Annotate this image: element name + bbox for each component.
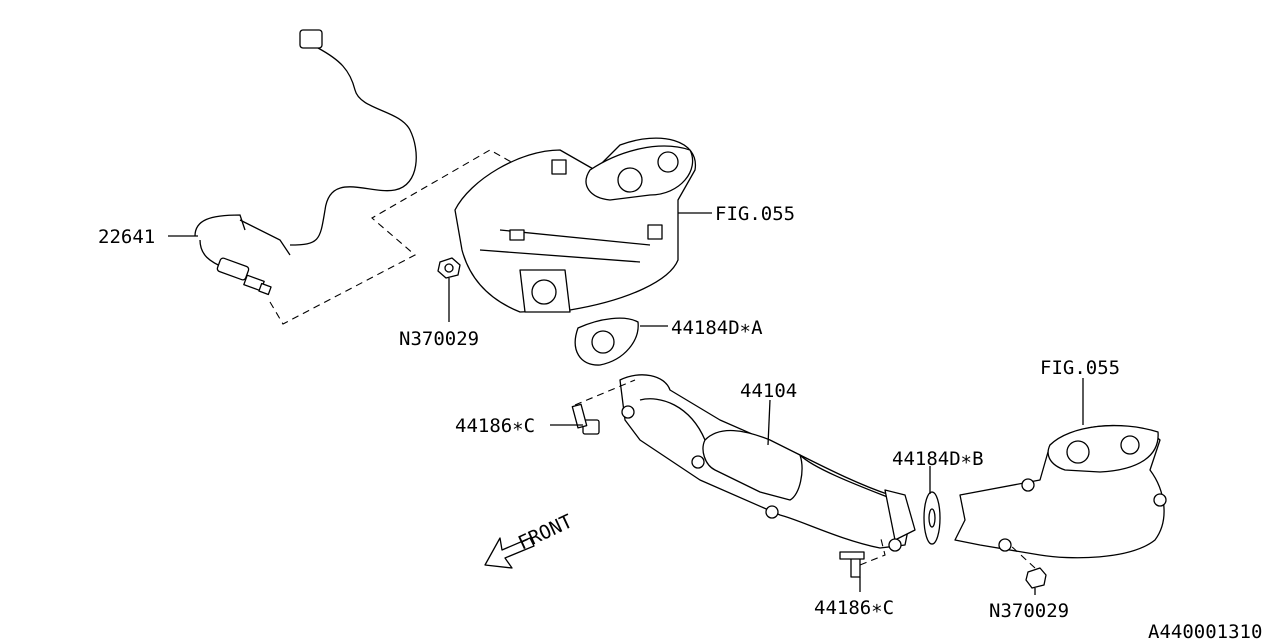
leader-44104 <box>767 399 771 446</box>
nut-lower[interactable] <box>1025 567 1047 589</box>
gasket-b[interactable] <box>923 491 941 545</box>
front-label: FRONT <box>515 510 576 554</box>
callout-fig055-upper[interactable]: FIG.055 <box>715 203 795 225</box>
exhaust-manifold-lower[interactable] <box>954 424 1167 559</box>
callout-fig055-lower[interactable]: FIG.055 <box>1040 357 1120 379</box>
oxygen-sensor[interactable] <box>194 29 417 296</box>
diagram-id: A440001310 <box>1148 621 1262 640</box>
front-pipe[interactable] <box>619 374 916 552</box>
gasket-a[interactable] <box>574 317 639 366</box>
callout-44186c-bottom[interactable]: 44186∗C <box>814 597 894 619</box>
bolt-left[interactable] <box>571 403 600 435</box>
exhaust-manifold-upper[interactable] <box>454 137 696 313</box>
nut-upper[interactable] <box>437 257 461 279</box>
bolt-bottom[interactable] <box>839 551 865 578</box>
callout-44184d-b[interactable]: 44184D∗B <box>892 448 984 470</box>
bolt-bottom-dashed-line <box>859 534 886 566</box>
callout-n370029-lower[interactable]: N370029 <box>989 600 1069 622</box>
callout-n370029-upper[interactable]: N370029 <box>399 328 479 350</box>
callout-22641[interactable]: 22641 <box>98 226 155 248</box>
bolt-left-dashed-line <box>574 379 636 406</box>
callout-44104[interactable]: 44104 <box>740 380 797 402</box>
callout-44186c-left[interactable]: 44186∗C <box>455 415 535 437</box>
nut-lower-dashed-line <box>1009 544 1036 569</box>
front-direction-arrow: FRONT <box>484 510 576 569</box>
callout-44184d-a[interactable]: 44184D∗A <box>671 317 763 339</box>
